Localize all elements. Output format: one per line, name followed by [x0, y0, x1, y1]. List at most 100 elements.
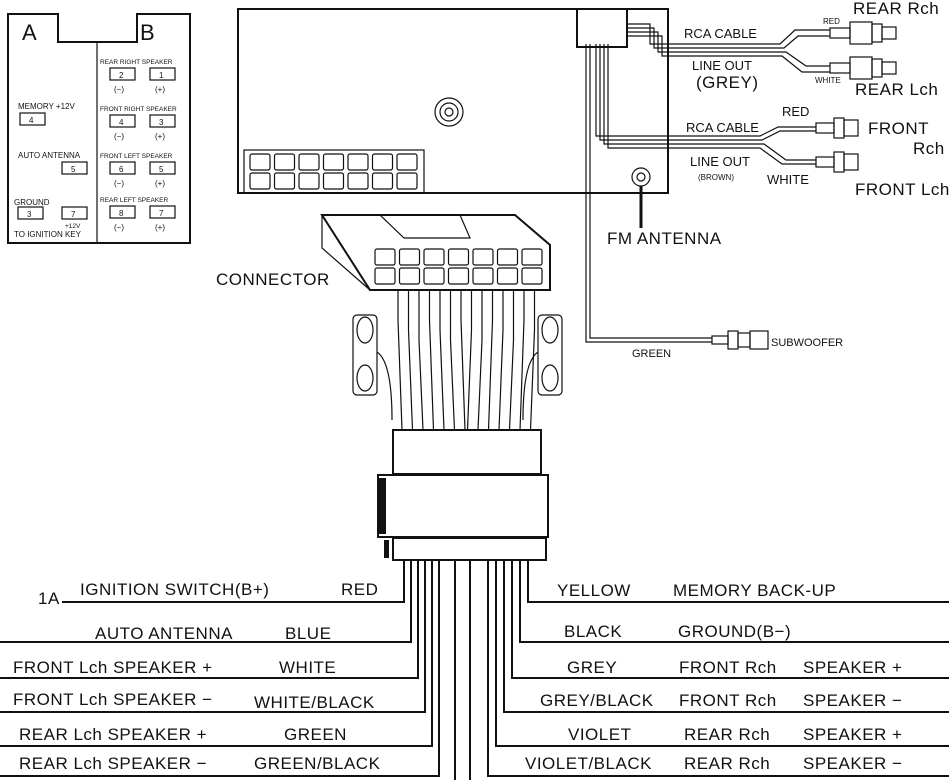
- plug-cell: [447, 248, 470, 266]
- speaker-label: FRONT RIGHT SPEAKER: [100, 106, 177, 113]
- plug-cell: [496, 248, 519, 266]
- socket-cell: [347, 172, 369, 190]
- ignition-pin: 7: [71, 210, 76, 219]
- wire-function-label: GROUND(B−): [678, 622, 791, 641]
- section-b-label: B: [140, 20, 155, 45]
- front-lch-label: FRONT Lch: [855, 180, 949, 199]
- fm-antenna-label: FM ANTENNA: [607, 229, 722, 248]
- bundle-wire: [407, 290, 414, 431]
- bundle-wire: [498, 290, 504, 431]
- wire-color-label: VIOLET: [568, 725, 631, 744]
- neg-symbol: (−): [114, 223, 124, 232]
- speaker-neg-pin: 8: [119, 209, 124, 218]
- ground-pin: 3: [27, 210, 32, 219]
- speaker-pin-group: REAR LEFT SPEAKER 8 7 (−) (+): [100, 197, 176, 232]
- rca-cable-label: RCA CABLE: [686, 120, 759, 135]
- wire-color-label: BLUE: [285, 624, 331, 643]
- subwoofer-label: SUBWOOFER: [771, 337, 843, 349]
- wire-channel-label: FRONT Rch: [679, 691, 777, 710]
- rca-plug: [829, 21, 897, 45]
- memory-label: MEMORY +12V: [18, 102, 76, 111]
- speaker-pos-pin: 1: [159, 71, 164, 80]
- output-wire: [62, 560, 405, 603]
- wire-function-label: SPEAKER −: [803, 754, 902, 773]
- rear-rch-label: REAR Rch: [853, 0, 939, 18]
- plug-cell: [374, 248, 396, 266]
- pos-symbol: (+): [155, 179, 165, 188]
- speaker-pin-group: FRONT LEFT SPEAKER 6 5 (−) (+): [100, 153, 176, 188]
- wire-channel-label: FRONT Rch: [679, 658, 777, 677]
- green-label: GREEN: [632, 348, 671, 360]
- ignition-plus: +12V: [65, 223, 81, 230]
- plug-cell: [472, 267, 494, 285]
- output-wire: [487, 560, 949, 777]
- wire-color-label: WHITE: [279, 658, 336, 677]
- wire-function-label: IGNITION SWITCH(B+): [80, 580, 269, 599]
- memory-pin: 4: [29, 116, 34, 125]
- plug-cell: [423, 248, 445, 266]
- plug-cell: [447, 267, 470, 285]
- output-wire: [0, 560, 433, 747]
- auto-antenna-label: AUTO ANTENNA: [18, 151, 81, 160]
- left-wire-labels: IGNITION SWITCH(B+) RED AUTO ANTENNA BLU…: [13, 580, 381, 773]
- rca-cable-label: RCA CABLE: [684, 26, 757, 41]
- red-label: RED: [823, 17, 840, 26]
- neg-symbol: (−): [114, 132, 124, 141]
- wire-function-label: SPEAKER −: [803, 691, 902, 710]
- socket-cell: [371, 153, 394, 171]
- harness-block: [377, 429, 549, 561]
- bundle-wire: [397, 290, 403, 431]
- wire-color-label: GREY: [567, 658, 617, 677]
- line-out-color: (GREY): [696, 73, 759, 92]
- line-out-color: (BROWN): [698, 173, 734, 182]
- socket-cell: [322, 172, 345, 190]
- socket-frame: [243, 149, 425, 194]
- socket-cell: [298, 153, 320, 171]
- output-wires: [0, 560, 949, 780]
- red-label: RED: [782, 104, 809, 119]
- output-wire: [0, 560, 426, 713]
- output-wire: [0, 560, 412, 643]
- rca-plug: [815, 151, 859, 173]
- rca-plug: [829, 56, 897, 80]
- wire-color-label: VIOLET/BLACK: [525, 754, 652, 773]
- wire-function-label: MEMORY BACK-UP: [673, 581, 836, 600]
- socket-cell: [371, 172, 394, 190]
- wire-color-label: GREY/BLACK: [540, 691, 654, 710]
- bundle-wire: [428, 290, 435, 431]
- output-wire: [0, 560, 419, 679]
- plug-cell: [496, 267, 519, 285]
- speaker-neg-pin: 2: [119, 71, 124, 80]
- side-clip: [352, 314, 378, 396]
- wire-color-label: GREEN/BLACK: [254, 754, 381, 773]
- bundle-wire: [529, 290, 536, 431]
- line-out-label: LINE OUT: [692, 58, 752, 73]
- wire-function-label: SPEAKER +: [803, 658, 902, 677]
- plug-cell: [398, 248, 421, 266]
- speaker-pin-group: FRONT RIGHT SPEAKER 4 3 (−) (+): [100, 106, 177, 141]
- rca-cable-brown: RCA CABLE LINE OUT (BROWN) RED WHITE FRO…: [595, 44, 949, 199]
- wire-channel-label: REAR Rch: [684, 725, 770, 744]
- plug-cell: [521, 248, 543, 266]
- pos-symbol: (+): [155, 85, 165, 94]
- wire-color-label: GREEN: [284, 725, 347, 744]
- plug-cell: [398, 267, 421, 285]
- speaker-neg-pin: 6: [119, 165, 124, 174]
- rca-plug: [815, 117, 859, 139]
- output-wire: [495, 560, 949, 747]
- plug-cell: [374, 267, 396, 285]
- bundle-wire: [439, 290, 445, 431]
- rear-lch-label: REAR Lch: [855, 80, 938, 99]
- pos-symbol: (+): [155, 223, 165, 232]
- white-label: WHITE: [815, 76, 841, 85]
- plug-cell: [521, 267, 543, 285]
- speaker-pin-group: REAR RIGHT SPEAKER 2 1 (−) (+): [100, 59, 176, 94]
- white-label: WHITE: [767, 172, 809, 187]
- wire-bundle: [397, 290, 536, 431]
- socket-cell: [396, 153, 418, 171]
- output-wire: [0, 560, 440, 777]
- bundle-wire: [487, 290, 494, 431]
- wire-color-label: BLACK: [564, 622, 622, 641]
- speaker-pos-pin: 7: [159, 209, 164, 218]
- neg-symbol: (−): [114, 179, 124, 188]
